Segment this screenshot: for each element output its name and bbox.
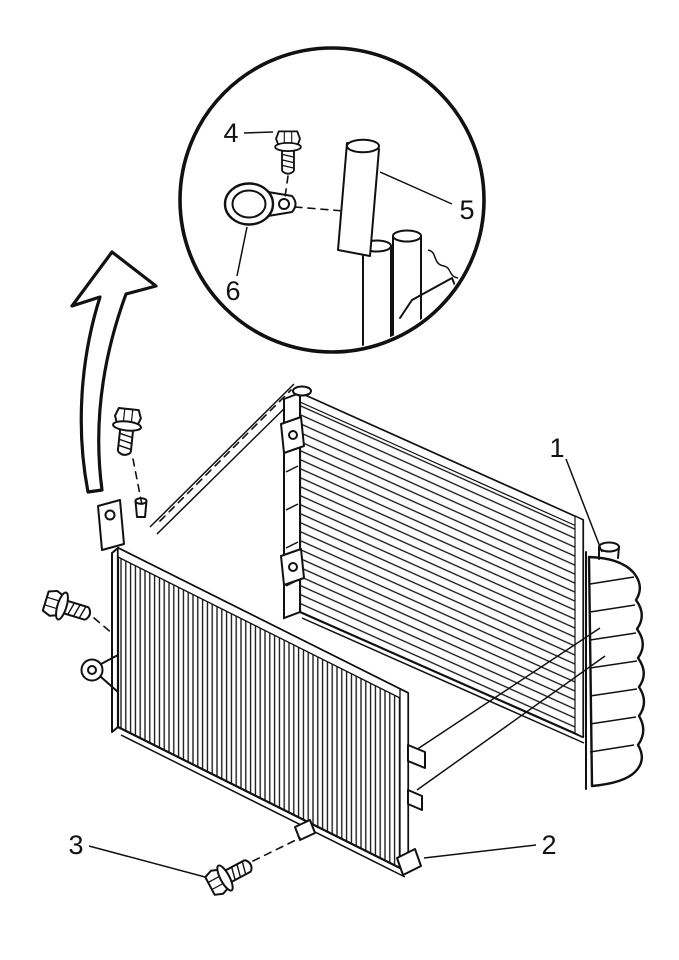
callout-3-label: 3 xyxy=(68,830,83,860)
callout-4: 4 xyxy=(223,118,274,148)
detail-inset xyxy=(178,46,486,354)
callout-3: 3 xyxy=(68,830,206,878)
projection-lines-left xyxy=(149,383,300,535)
bolt-bottom xyxy=(202,837,301,900)
zoom-arrow xyxy=(70,250,158,494)
callout-2-label: 2 xyxy=(541,830,556,860)
radiator-filler-neck xyxy=(292,385,312,397)
condenser xyxy=(80,497,426,878)
pipe-rear xyxy=(392,229,422,349)
callout-2: 2 xyxy=(423,830,557,860)
callout-4-label: 4 xyxy=(223,118,238,148)
radiator-left-bracket-lower xyxy=(280,548,305,586)
alignment-lines-right xyxy=(412,627,606,791)
callout-5-label: 5 xyxy=(459,195,474,225)
condenser-left-bracket-lower xyxy=(80,654,119,693)
condenser-left-bracket-upper xyxy=(97,499,125,551)
condenser-foot-left xyxy=(294,819,316,841)
callout-5: 5 xyxy=(379,171,475,225)
radiator-right-channel xyxy=(574,515,584,738)
hose-clamp xyxy=(223,182,297,226)
condenser-right-hook-upper xyxy=(407,744,426,769)
condenser-right-hook-lower xyxy=(407,789,423,811)
callout-6-label: 6 xyxy=(225,276,240,306)
bolt-left xyxy=(40,586,114,635)
condenser-right-channel xyxy=(399,687,409,874)
clamp-alignment-dashes xyxy=(284,175,345,212)
hose xyxy=(337,138,380,257)
bolt-upper-left xyxy=(109,406,144,506)
callout-6: 6 xyxy=(225,226,248,306)
condenser-foot-right xyxy=(396,848,422,876)
callout-1-label: 1 xyxy=(549,433,564,463)
radiator-right-tank xyxy=(585,541,646,790)
callout-1: 1 xyxy=(549,433,603,553)
radiator-left-bracket-upper xyxy=(280,416,305,454)
condenser-left-flange xyxy=(111,547,119,733)
radiator xyxy=(280,385,646,790)
bleed-hose xyxy=(427,249,459,279)
radiator-tank-neck xyxy=(598,541,620,560)
